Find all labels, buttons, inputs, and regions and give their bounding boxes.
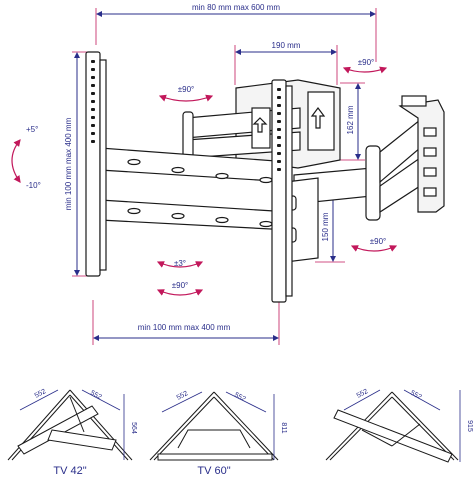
dim-arm-height-label: 162 mm <box>346 105 355 134</box>
rail-hole <box>91 140 95 143</box>
rail-hole <box>277 160 281 163</box>
swivel-lower-right-label: ±90° <box>370 237 387 246</box>
rail-hole <box>277 112 281 115</box>
rail-holes <box>91 60 281 171</box>
rail-hole <box>277 120 281 123</box>
rail-hole <box>277 136 281 139</box>
dim-lower-offset-label: 150 mm <box>321 212 330 241</box>
swivel-top-left-label: ±90° <box>178 85 195 94</box>
tilt-down-label: -10° <box>26 181 41 190</box>
swivel-bottom-label: ±90° <box>172 281 189 290</box>
corner-view-3-side-b: 552 <box>409 390 423 402</box>
dim-horizontal-range-label: min 100 mm max 400 mm <box>138 323 231 332</box>
corner-view-1-height: 564 <box>130 422 137 434</box>
dim-top-width-label: min 80 mm max 600 mm <box>192 3 280 12</box>
dim-top-width: min 80 mm max 600 mm <box>95 3 377 62</box>
swivel-top-right: ±90° <box>342 58 388 74</box>
swivel-bottom: ±90° <box>156 281 204 296</box>
dim-arm-width: 190 mm <box>234 41 338 85</box>
corner-view-3-side-a: 552 <box>356 388 370 400</box>
level-label: ±3° <box>174 259 186 268</box>
corner-view-2-height: 811 <box>280 422 287 433</box>
dim-vertical-range-label: min 100 mm max 400 mm <box>64 117 73 210</box>
rail-hole <box>277 168 281 171</box>
swivel-lower-right: ±90° <box>350 237 398 252</box>
rail-hole <box>277 128 281 131</box>
rail-hole <box>277 88 281 91</box>
rail-hole <box>91 124 95 127</box>
dim-arm-width-label: 190 mm <box>272 41 301 50</box>
swivel-top-left: ±90° <box>158 85 214 102</box>
tilt-indicator: +5° -10° <box>11 125 41 190</box>
corner-view-2 <box>149 391 279 461</box>
rail-hole <box>91 108 95 111</box>
corner-view-3-height: 915 <box>466 420 473 432</box>
rail-hole <box>91 60 95 63</box>
rail-hole <box>91 68 95 71</box>
rail-hole <box>277 152 281 155</box>
rail-hole <box>277 144 281 147</box>
dim-arm-height: 162 mm <box>340 82 365 161</box>
corner-view-2-side-b: 552 <box>233 392 247 404</box>
corner-view-1-side-b: 552 <box>89 390 103 402</box>
dim-horizontal-range: min 100 mm max 400 mm <box>92 300 280 345</box>
rail-hole <box>91 132 95 135</box>
corner-view-2-side-a: 552 <box>176 390 190 402</box>
corner-view-3 <box>325 389 461 463</box>
swivel-top-right-label: ±90° <box>358 58 375 67</box>
rail-hole <box>91 84 95 87</box>
rail-hole <box>91 92 95 95</box>
rail-hole <box>277 104 281 107</box>
rail-hole <box>91 116 95 119</box>
corner-view-2-label: TV 60" <box>197 465 230 477</box>
level-indicator: ±3° <box>156 259 204 268</box>
corner-view-1-label: TV 42" <box>53 465 86 477</box>
rail-hole <box>277 96 281 99</box>
mount-drawing <box>85 51 445 303</box>
rail-hole <box>91 100 95 103</box>
tilt-up-label: +5° <box>26 125 38 134</box>
corner-view-1 <box>7 389 133 461</box>
rail-hole <box>91 76 95 79</box>
corner-view-1-side-a: 552 <box>34 388 48 400</box>
